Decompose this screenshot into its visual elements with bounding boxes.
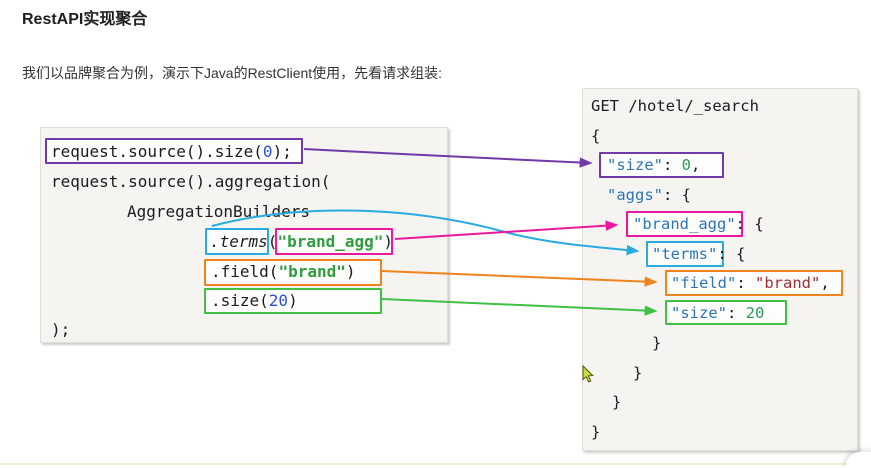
dsl-line-size: "size": 0, bbox=[607, 156, 701, 174]
java-code-panel: request.source().size(0); request.source… bbox=[40, 127, 448, 343]
dsl-line-close4: } bbox=[591, 423, 601, 441]
intro-paragraph: 我们以品牌聚合为例，演示下Java的RestClient使用，先看请求组装: bbox=[22, 65, 443, 81]
dsl-line-get: GET /hotel/_search bbox=[591, 97, 759, 115]
dsl-field-highlight-box bbox=[665, 270, 843, 296]
dsl-terms-highlight-box bbox=[646, 241, 724, 267]
java-line-close: ); bbox=[51, 319, 71, 339]
java-line-terms: .terms("brand_agg") bbox=[210, 231, 394, 251]
dsl-request-panel: GET /hotel/_search { "size": 0, "aggs": … bbox=[582, 88, 858, 451]
page-title: RestAPI实现聚合 bbox=[22, 11, 148, 28]
dsl-line-open: { bbox=[591, 127, 601, 145]
dsl-line-field: "field": "brand", bbox=[671, 274, 830, 292]
floating-corner-widget[interactable] bbox=[846, 452, 871, 468]
dsl-line-close1: } bbox=[652, 334, 662, 352]
java-field-highlight-box bbox=[204, 259, 382, 286]
java-line-size: request.source().size(0); bbox=[51, 141, 292, 161]
dsl-size20-highlight-box bbox=[665, 300, 787, 325]
java-line-size20: .size(20) bbox=[211, 290, 298, 310]
dsl-line-close3: } bbox=[612, 393, 622, 411]
page-bottom-divider bbox=[0, 463, 871, 465]
java-line-aggregation: request.source().aggregation( bbox=[51, 171, 331, 191]
dsl-line-terms: "terms": { bbox=[652, 245, 746, 263]
dsl-line-close2: } bbox=[633, 364, 643, 382]
java-line-builders: AggregationBuilders bbox=[127, 201, 311, 221]
java-size-highlight-box bbox=[45, 138, 303, 164]
java-size20-highlight-box bbox=[204, 288, 382, 314]
dsl-line-aggs: "aggs": { bbox=[607, 186, 691, 204]
java-line-field: .field("brand") bbox=[211, 261, 356, 281]
dsl-line-brand-agg: "brand_agg": { bbox=[633, 215, 764, 233]
dsl-line-size20: "size": 20 bbox=[671, 304, 765, 322]
dsl-size-highlight-box bbox=[599, 152, 724, 178]
